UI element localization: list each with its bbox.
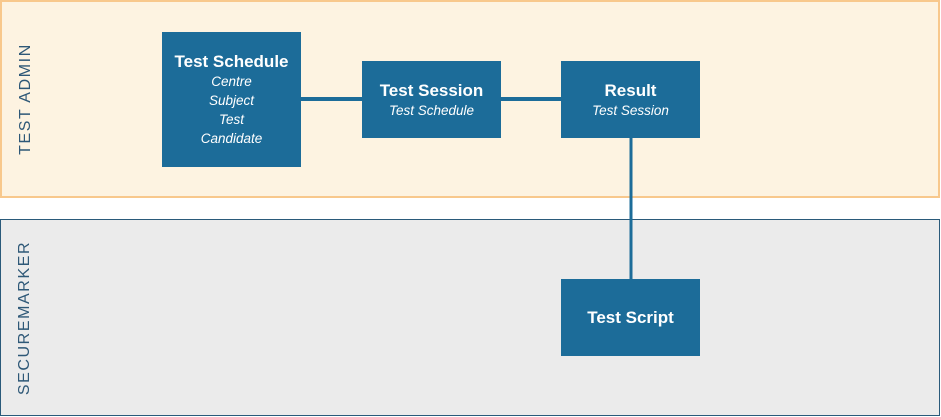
- node-title: Result: [604, 80, 657, 100]
- node-attribute: Subject: [208, 93, 255, 108]
- node-test-script: Test Script: [561, 279, 700, 356]
- node-test-schedule: Test Schedule Centre Subject Test Candid…: [162, 32, 301, 167]
- node-title: Test Script: [587, 308, 674, 327]
- node-title: Test Schedule: [174, 52, 289, 71]
- node-title: Test Session: [379, 80, 484, 100]
- node-attribute: Centre: [211, 74, 252, 89]
- node-result: Result Test Session: [561, 61, 700, 138]
- node-attribute: Candidate: [200, 131, 263, 146]
- lane-securemarker: SECUREMARKER: [0, 219, 940, 416]
- node-test-session: Test Session Test Schedule: [362, 61, 501, 138]
- node-attribute: Test Session: [592, 102, 669, 118]
- lane-label-securemarker: SECUREMARKER: [16, 240, 33, 395]
- lane-label-test-admin: TEST ADMIN: [17, 43, 34, 155]
- node-attribute: Test: [218, 112, 245, 127]
- node-attribute: Test Schedule: [388, 102, 475, 118]
